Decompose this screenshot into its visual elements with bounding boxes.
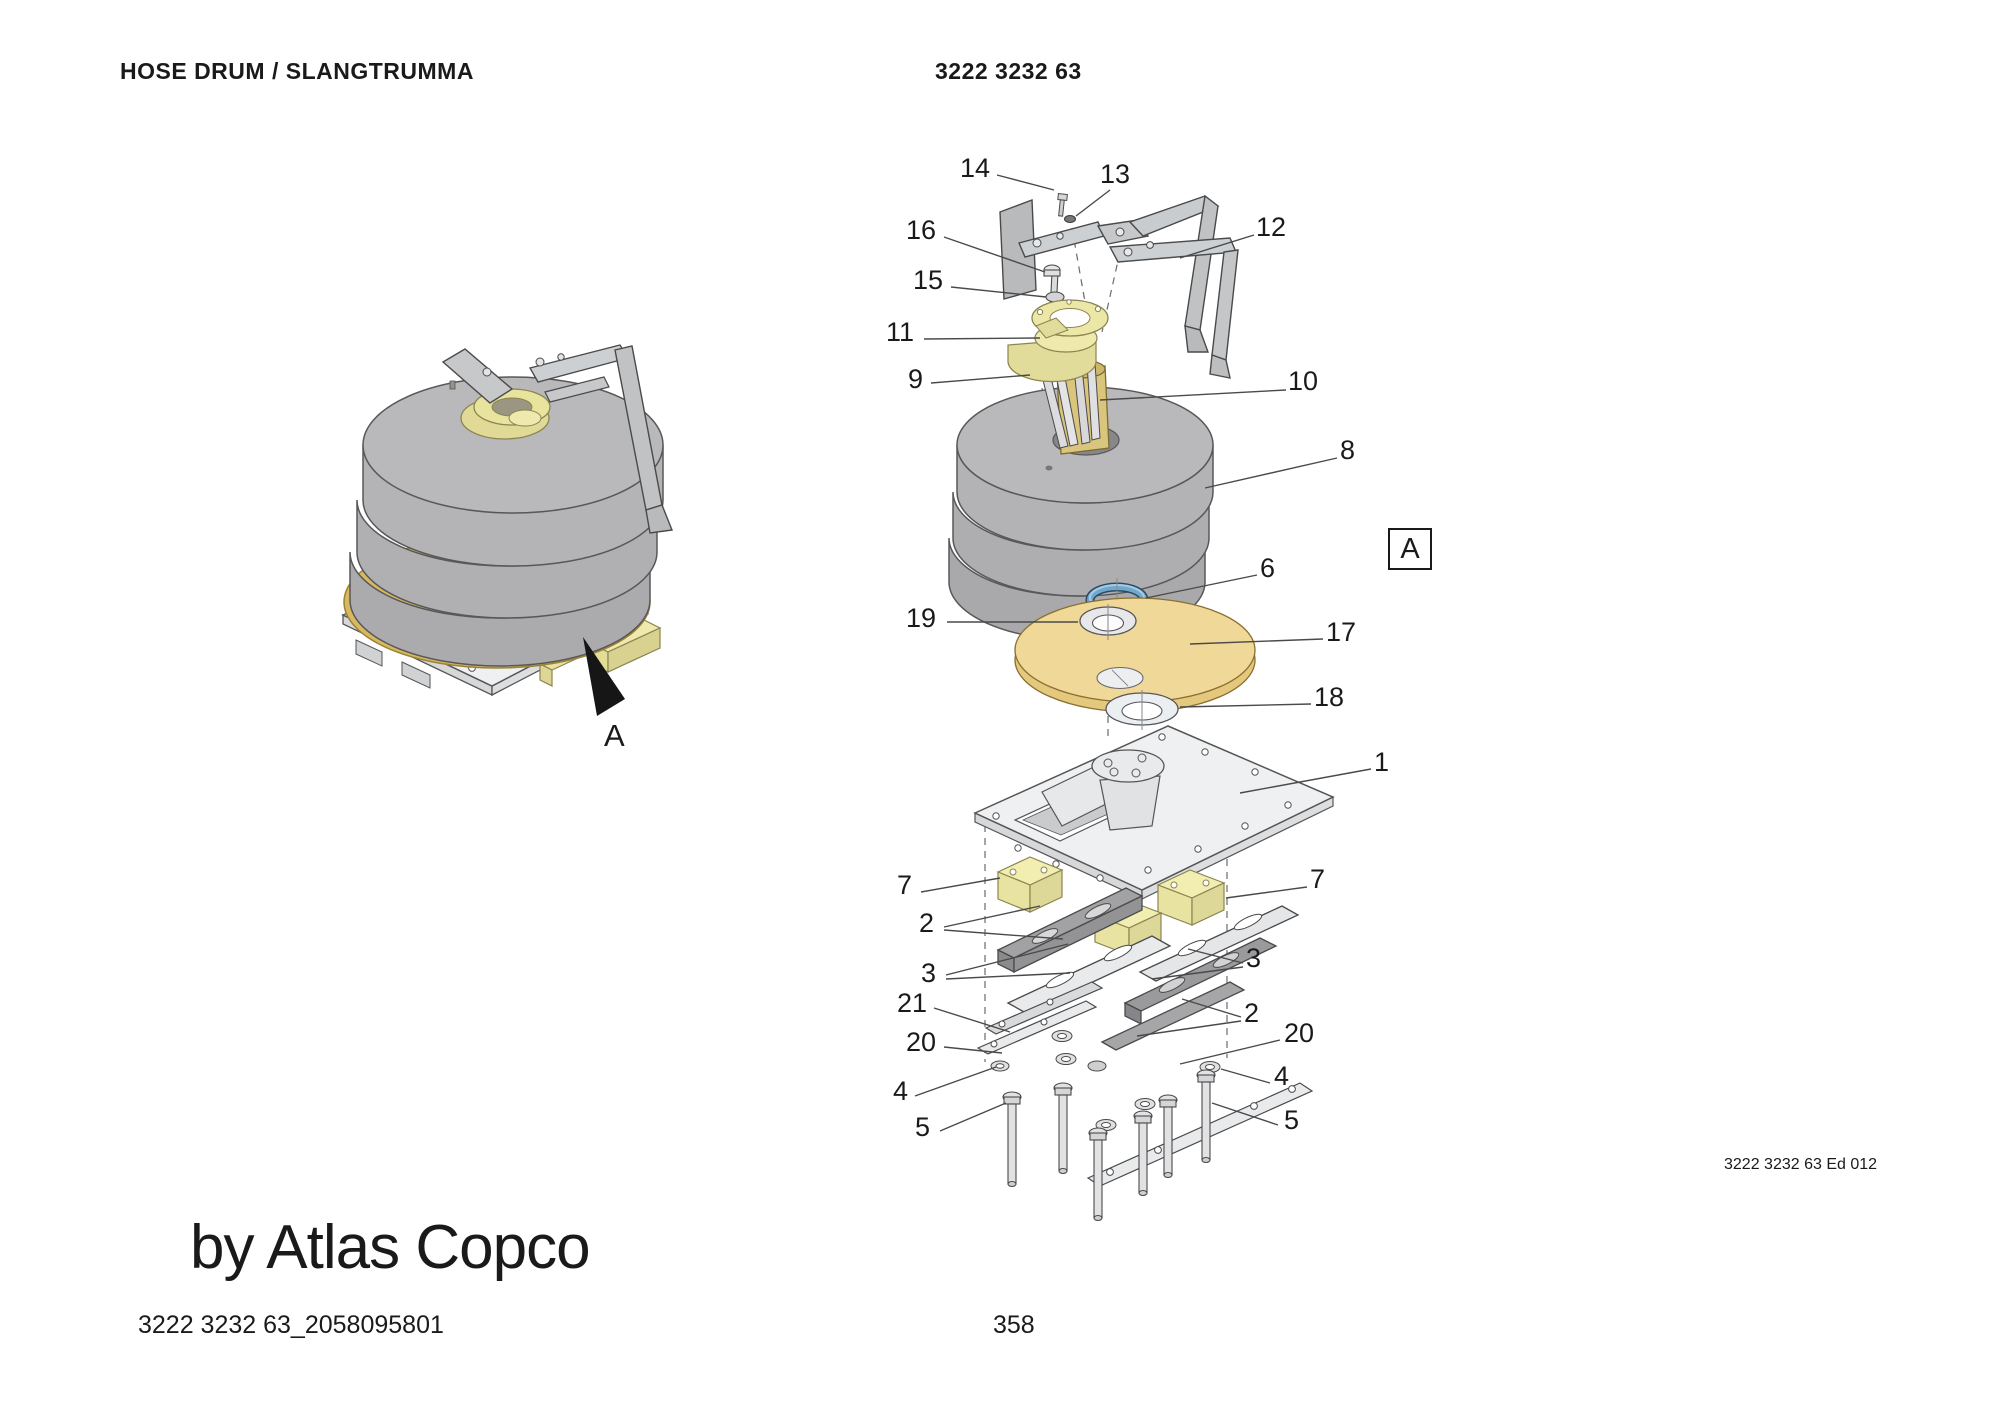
brand-text: by Atlas Copco	[190, 1213, 591, 1282]
edition-note: 3222 3232 63 Ed 012	[1724, 1156, 1878, 1173]
bolt-14	[1057, 193, 1068, 217]
document-id: 3222 3232 63_2058095801	[138, 1311, 444, 1339]
bolts-5	[1002, 1069, 1216, 1222]
callout-3-left: 3	[921, 958, 937, 988]
callout-21: 21	[897, 988, 928, 1018]
assembled-drum	[343, 376, 664, 669]
callout-9: 9	[908, 364, 924, 394]
callout-20-left: 20	[906, 1027, 937, 1057]
callout-4-right: 4	[1274, 1061, 1290, 1091]
strip-21	[984, 981, 1104, 1035]
callout-7-right: 7	[1310, 864, 1326, 894]
guide-rail-2-left	[996, 887, 1144, 974]
assembled-view-drawing	[341, 344, 673, 716]
callout-12: 12	[1256, 212, 1287, 242]
callout-3-right: 3	[1246, 943, 1262, 973]
callout-2-left: 2	[919, 908, 935, 938]
slide-block-7-left	[996, 856, 1064, 913]
callout-18: 18	[1314, 682, 1345, 712]
callout-1: 1	[1374, 747, 1390, 777]
guide-rails-3	[1006, 905, 1300, 1014]
washer-19	[1079, 604, 1137, 640]
page-number: 358	[993, 1311, 1035, 1339]
callout-19: 19	[906, 603, 937, 633]
callout-15: 15	[913, 265, 944, 295]
strip-20-left	[976, 1000, 1098, 1055]
strip-20-right	[1086, 1082, 1314, 1187]
callout-2-right: 2	[1244, 998, 1260, 1028]
callout-6: 6	[1260, 553, 1276, 583]
callout-10: 10	[1288, 366, 1319, 396]
page-title: HOSE DRUM / SLANGTRUMMA	[120, 58, 474, 84]
callout-7-left: 7	[897, 870, 913, 900]
callout-4-left: 4	[893, 1076, 909, 1106]
callout-11: 11	[886, 317, 915, 347]
washers-4	[990, 1030, 1221, 1131]
callout-16: 16	[906, 215, 937, 245]
hose-guide-disc-17	[1014, 597, 1256, 713]
exploded-view-drawing	[914, 174, 1372, 1222]
spider-bracket	[999, 194, 1239, 379]
detail-arrow-icon	[583, 637, 625, 716]
guide-rail-2-right	[1100, 937, 1278, 1051]
callout-13: 13	[1100, 159, 1131, 189]
assembled-bracket	[441, 344, 673, 534]
part-number: 3222 3232 63	[935, 58, 1082, 84]
callout-8: 8	[1340, 435, 1356, 465]
washer-18	[1105, 690, 1179, 730]
bearing-housing-11	[1007, 299, 1109, 383]
detail-view-marker: A	[1388, 528, 1432, 570]
callout-17: 17	[1326, 617, 1357, 647]
callout-20-right: 20	[1284, 1018, 1315, 1048]
callout-14: 14	[960, 153, 991, 183]
leader-lines	[914, 174, 1372, 1132]
nut-13	[1064, 215, 1076, 223]
callout-5-left: 5	[915, 1112, 931, 1142]
assembled-view-label: A	[604, 718, 625, 753]
callout-5-right: 5	[1284, 1105, 1300, 1135]
